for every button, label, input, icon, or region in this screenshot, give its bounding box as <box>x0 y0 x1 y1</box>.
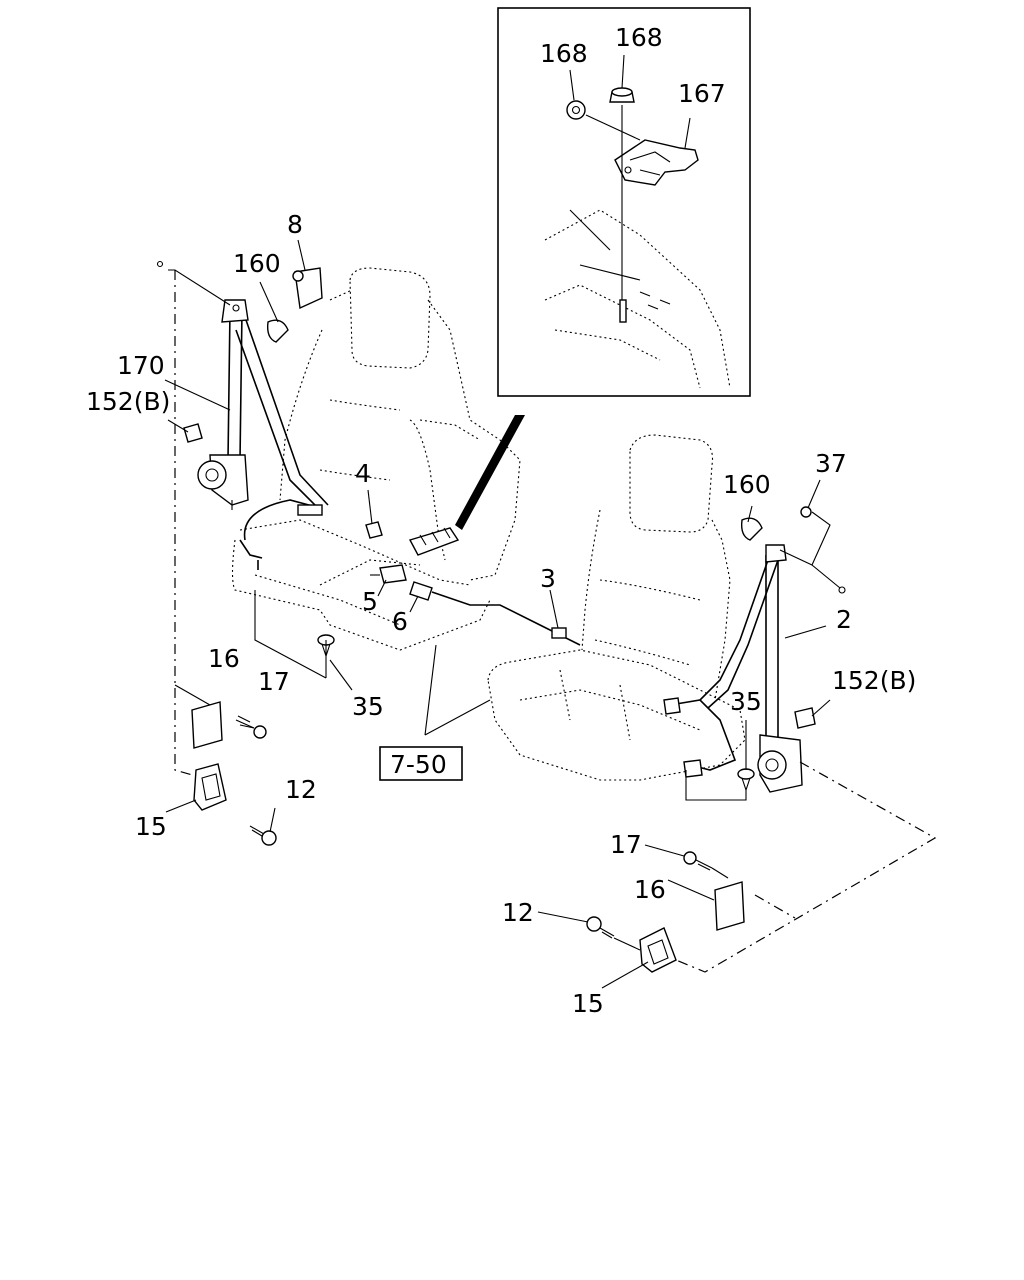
anchor-bracket <box>614 139 699 186</box>
cover-15-right <box>639 927 677 973</box>
inset-pointer-arrow <box>455 415 525 530</box>
label-4: 4 <box>355 459 371 488</box>
clip-152b-left <box>183 423 203 443</box>
left-seat <box>231 267 521 651</box>
cover-160-right <box>740 517 763 541</box>
left-retractor <box>197 454 249 510</box>
label-35-right: 35 <box>730 687 762 716</box>
right-retractor <box>757 734 803 793</box>
left-belt-assembly <box>197 299 581 646</box>
screw-17-left <box>235 715 267 739</box>
buckle-3 <box>551 627 567 639</box>
plate-16-left <box>191 701 223 749</box>
label-16-left: 16 <box>208 644 240 673</box>
label-12-right: 12 <box>502 898 534 927</box>
nut-168-top <box>609 87 635 103</box>
cover-160-left <box>266 319 289 343</box>
callout-labels: 168 168 167 8 160 170 152(B) 4 5 6 3 35 … <box>86 23 916 1018</box>
right-seat <box>487 434 746 781</box>
reference-box-7-50 <box>379 746 463 781</box>
tongue-6 <box>409 581 433 601</box>
cover-15-left <box>193 763 227 811</box>
label-160-left: 160 <box>233 249 281 278</box>
screw-12-right <box>586 916 615 939</box>
right-belt-assembly <box>663 544 803 793</box>
label-12-left: 12 <box>285 775 317 804</box>
label-152b-right: 152(B) <box>832 666 916 695</box>
label-17-left: 17 <box>258 667 290 696</box>
label-15-right: 15 <box>572 989 604 1018</box>
clip-35-right <box>737 768 755 792</box>
buckle-4 <box>365 521 383 539</box>
label-168-left: 168 <box>540 39 588 68</box>
label-5: 5 <box>362 587 378 616</box>
label-8: 8 <box>287 210 303 239</box>
label-35-left: 35 <box>352 692 384 721</box>
label-17-right: 17 <box>610 830 642 859</box>
label-16-right: 16 <box>634 875 666 904</box>
label-7-50: 7-50 <box>390 750 447 779</box>
label-152b-left: 152(B) <box>86 387 170 416</box>
label-2: 2 <box>836 605 852 634</box>
screw-12-left <box>249 825 277 846</box>
nut-168-left <box>566 100 586 120</box>
label-170: 170 <box>117 351 165 380</box>
inset-detail <box>497 7 751 397</box>
screw-17-right <box>683 851 713 871</box>
right-shoulder-anchor <box>765 544 787 563</box>
floor-stud <box>619 299 627 323</box>
inset-floor-outline <box>544 209 731 389</box>
buckle-5 <box>370 564 407 584</box>
bolt-37 <box>800 506 812 518</box>
label-167: 167 <box>678 79 726 108</box>
plate-16-right <box>714 881 745 931</box>
small-parts <box>156 260 846 973</box>
leader-lines <box>164 239 937 989</box>
label-15-left: 15 <box>135 812 167 841</box>
inset-frame <box>497 7 751 397</box>
label-6: 6 <box>392 607 408 636</box>
label-37: 37 <box>815 449 847 478</box>
label-3: 3 <box>540 564 556 593</box>
label-168-top: 168 <box>615 23 663 52</box>
label-160-right: 160 <box>723 470 771 499</box>
clip-152b-right <box>794 707 816 729</box>
